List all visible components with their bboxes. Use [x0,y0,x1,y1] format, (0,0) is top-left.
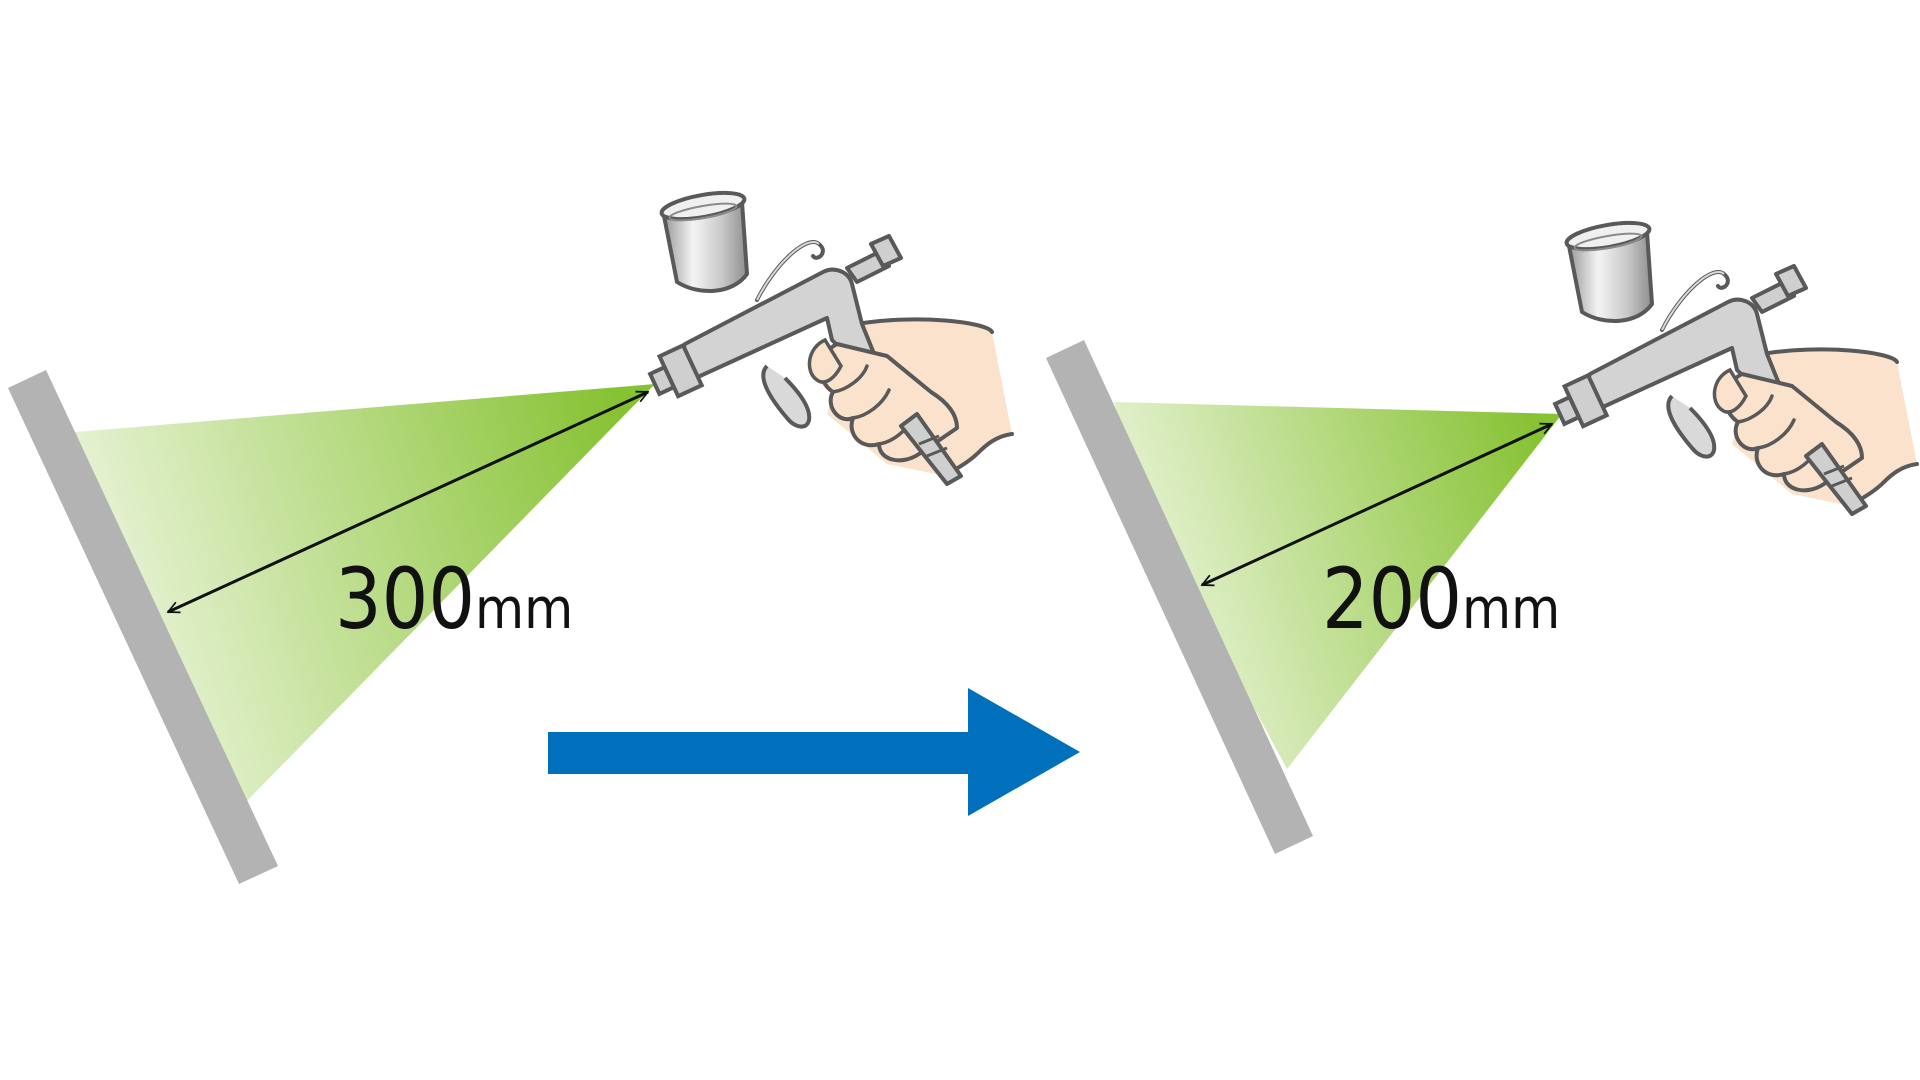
double-headed-arrow-icon [1202,422,1552,587]
scene-300mm: 300mm [8,185,1014,884]
distance-unit: mm [1462,577,1560,642]
distance-label-200: 200mm [1322,550,1560,648]
distance-label-300: 300mm [335,550,573,648]
double-headed-arrow-icon [168,390,648,614]
right-arrow-icon [548,688,1080,816]
distance-value: 300 [335,550,475,648]
distance-value: 200 [1322,550,1462,648]
scene-200mm: 200mm [1046,215,1919,854]
wall-panel [8,370,278,884]
wall-panel [1046,340,1313,854]
distance-unit: mm [475,577,573,642]
spray-gun-icon [648,185,1014,486]
spray-gun-icon [1553,215,1919,516]
